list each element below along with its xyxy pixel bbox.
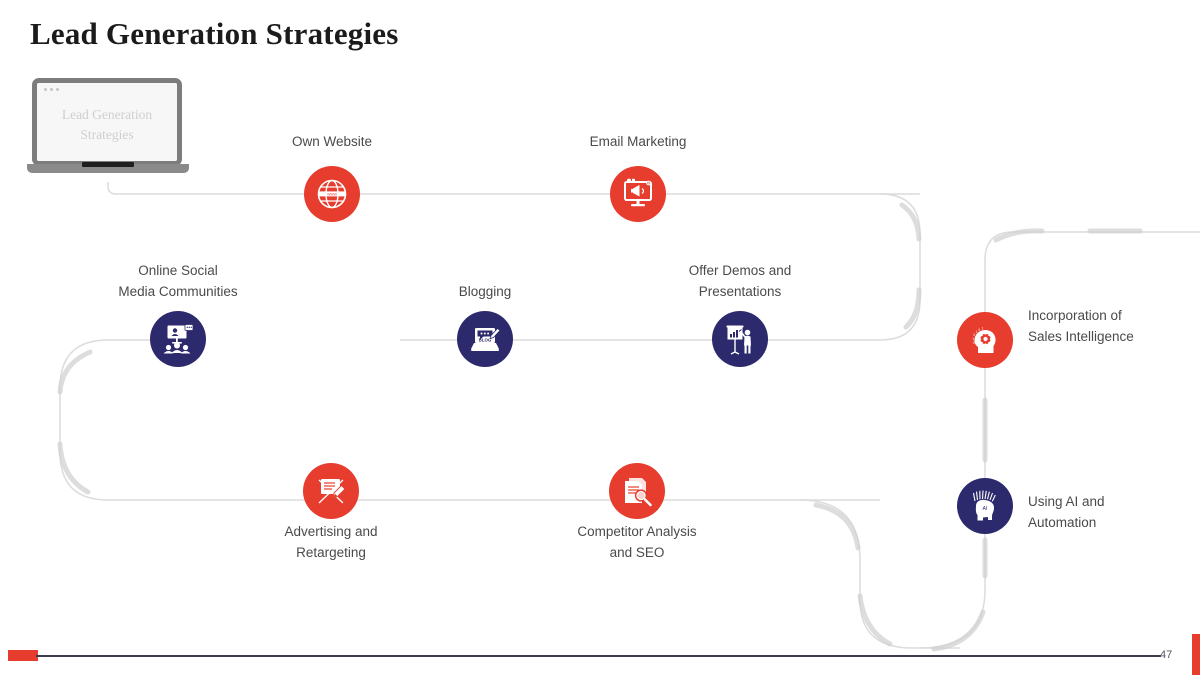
document-magnifier-icon[interactable] <box>609 463 665 519</box>
document-pen-icon[interactable] <box>303 463 359 519</box>
laptop-notch <box>82 162 134 167</box>
window-dots-icon <box>44 88 59 91</box>
node-label-blogging: Blogging <box>458 284 512 299</box>
page-title: Lead Generation Strategies <box>30 16 399 51</box>
page-number: 47 <box>1160 649 1173 661</box>
presentation-board-icon[interactable] <box>712 311 768 367</box>
laptop-screen-text: Lead Generation Strategies <box>61 107 153 142</box>
svg-text:0: 0 <box>978 328 980 332</box>
node-label-advertising-and-retargeting: Advertising and Retargeting <box>284 524 378 560</box>
svg-text:1: 1 <box>982 327 984 331</box>
globe-www-icon[interactable]: WWW <box>304 166 360 222</box>
svg-text:@: @ <box>647 181 651 185</box>
node-label-online-social-media-communities: Online Social Media Communities <box>118 263 238 299</box>
node-label-own-website: Own Website <box>291 134 373 149</box>
footer-divider <box>36 655 1161 657</box>
laptop-body: Lead Generation Strategies <box>32 78 182 166</box>
node-label-email-marketing: Email Marketing <box>589 134 687 149</box>
video-audience-icon[interactable] <box>150 311 206 367</box>
svg-text:WWW: WWW <box>327 192 337 196</box>
monitor-megaphone-icon[interactable]: @ <box>610 166 666 222</box>
laptop-blog-icon[interactable]: BLOG <box>457 311 513 367</box>
ai-brain-icon[interactable]: AI <box>957 478 1013 534</box>
svg-text:0: 0 <box>973 333 975 337</box>
svg-text:AI: AI <box>983 506 988 512</box>
footer-edge-accent <box>1192 634 1200 675</box>
svg-text:1: 1 <box>976 330 978 334</box>
laptop-screen: Lead Generation Strategies <box>37 83 177 161</box>
node-label-competitor-analysis-and-seo: Competitor Analysis and SEO <box>577 524 697 560</box>
svg-text:0: 0 <box>973 341 975 345</box>
footer-accent-square <box>8 650 38 661</box>
node-label-offer-demos-and-presentations: Offer Demos and Presentations <box>688 263 792 299</box>
laptop-base <box>27 164 189 173</box>
svg-text:1: 1 <box>972 337 974 341</box>
laptop-illustration: Lead Generation Strategies <box>27 78 189 182</box>
svg-text:BLOG: BLOG <box>479 338 492 343</box>
node-label-incorporation-sales-intelligence: Incorporation of Sales Intelligence <box>1028 308 1134 344</box>
node-label-using-ai-and-automation: Using AI and Automation <box>1028 494 1105 530</box>
